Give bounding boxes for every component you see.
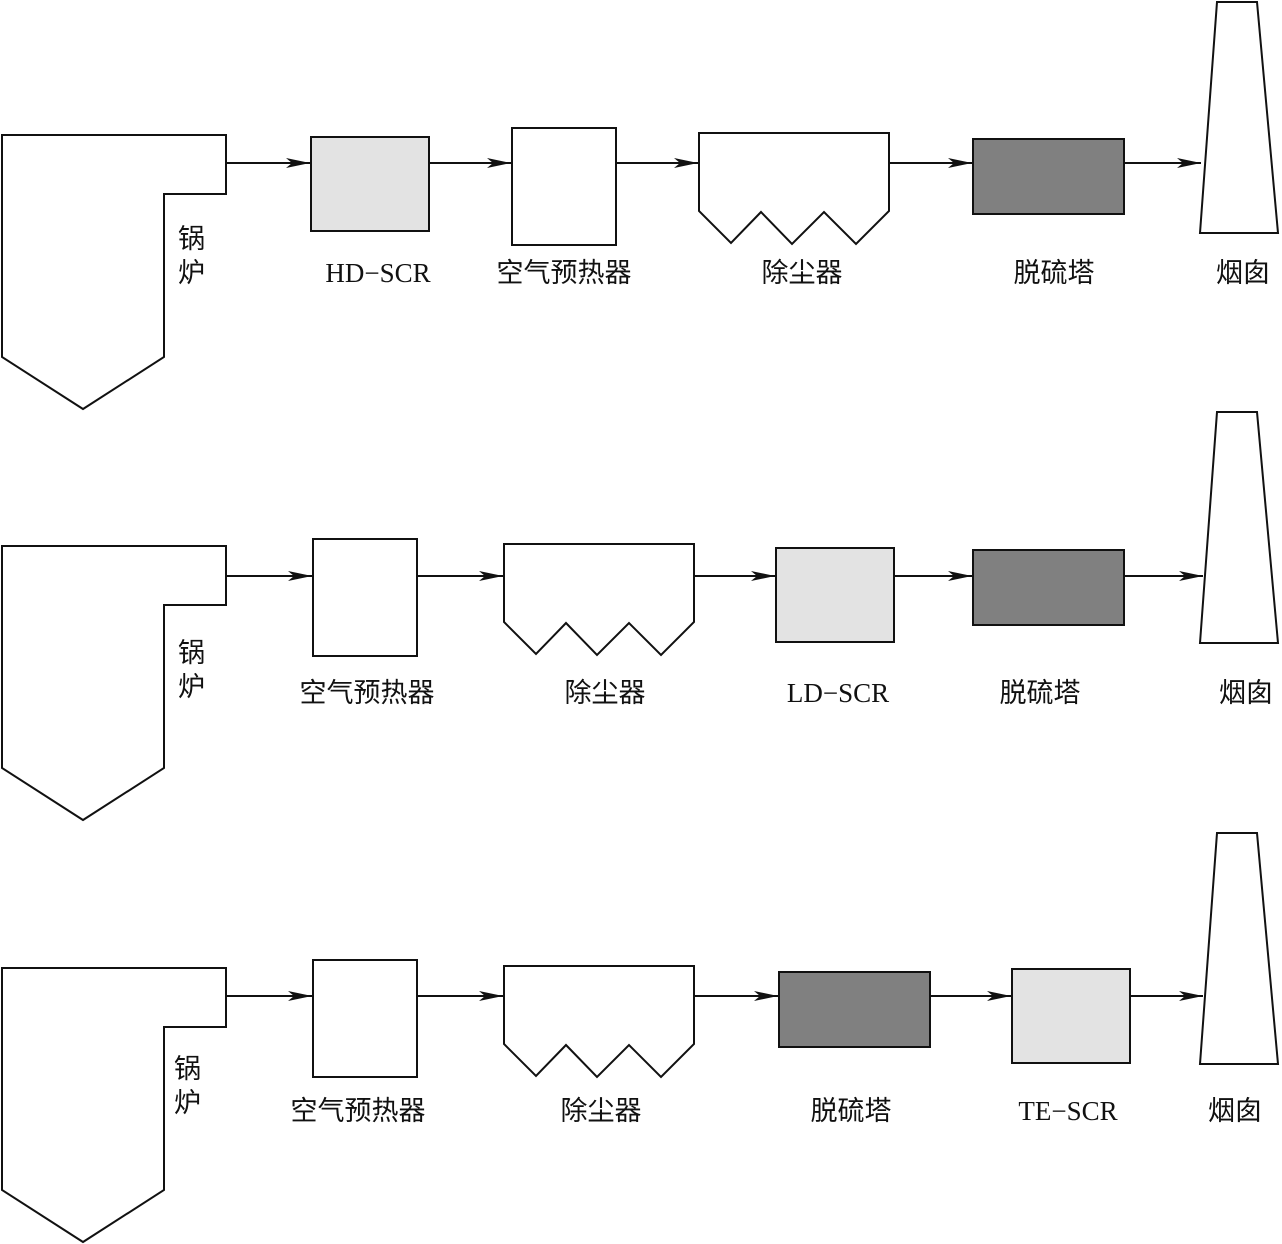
boiler-label-char-2: 炉 xyxy=(178,258,205,289)
dust-collector-label: 除尘器 xyxy=(762,258,843,289)
te-scr-reactor xyxy=(1011,968,1131,1064)
air-preheater xyxy=(312,959,418,1078)
ld-scr-reactor xyxy=(775,547,895,643)
desulfurization-tower-label: 脱硫塔 xyxy=(811,1096,892,1127)
dust-collector-label: 除尘器 xyxy=(565,678,646,709)
air-preheater-label: 空气预热器 xyxy=(497,258,632,289)
hd-scr-reactor xyxy=(310,136,430,232)
desulfurization-tower-label: 脱硫塔 xyxy=(1014,258,1095,289)
chimney xyxy=(1198,832,1280,1065)
dust-collector xyxy=(698,132,890,246)
process-row-3: 锅 炉 空气预热器 除尘器 脱硫塔 TE−SCR 烟囱 xyxy=(1,832,1280,1244)
chimney xyxy=(1198,411,1280,644)
boiler-shape xyxy=(1,967,227,1244)
boiler-label-char-1: 锅 xyxy=(174,1054,201,1085)
boiler-label-char-1: 锅 xyxy=(178,224,205,255)
process-row-1: 锅 炉 HD−SCR 空气预热器 除尘器 脱硫塔 烟囱 xyxy=(1,1,1280,411)
desulfurization-tower xyxy=(778,971,931,1048)
desulfurization-tower xyxy=(972,138,1125,215)
air-preheater xyxy=(511,127,617,246)
boiler-shape xyxy=(1,134,227,411)
desulfurization-tower xyxy=(972,549,1125,626)
boiler-label-char-2: 炉 xyxy=(178,672,205,703)
air-preheater-label: 空气预热器 xyxy=(300,678,435,709)
dust-collector xyxy=(503,543,695,657)
dust-collector-label: 除尘器 xyxy=(561,1096,642,1127)
boiler-label-char-1: 锅 xyxy=(178,638,205,669)
process-row-2: 锅 炉 空气预热器 除尘器 LD−SCR 脱硫塔 烟囱 xyxy=(1,411,1280,822)
boiler-shape xyxy=(1,545,227,822)
desulfurization-tower-label: 脱硫塔 xyxy=(1000,678,1081,709)
te-scr-label: TE−SCR xyxy=(1018,1096,1117,1126)
chimney-label: 烟囱 xyxy=(1208,1096,1262,1127)
ld-scr-label: LD−SCR xyxy=(787,678,889,708)
chimney-label: 烟囱 xyxy=(1219,678,1273,709)
air-preheater-label: 空气预热器 xyxy=(291,1096,426,1127)
dust-collector xyxy=(503,965,695,1079)
hd-scr-label: HD−SCR xyxy=(325,258,430,288)
air-preheater xyxy=(312,538,418,657)
chimney-label: 烟囱 xyxy=(1216,258,1270,289)
boiler-label-char-2: 炉 xyxy=(174,1088,201,1119)
chimney xyxy=(1198,1,1280,234)
